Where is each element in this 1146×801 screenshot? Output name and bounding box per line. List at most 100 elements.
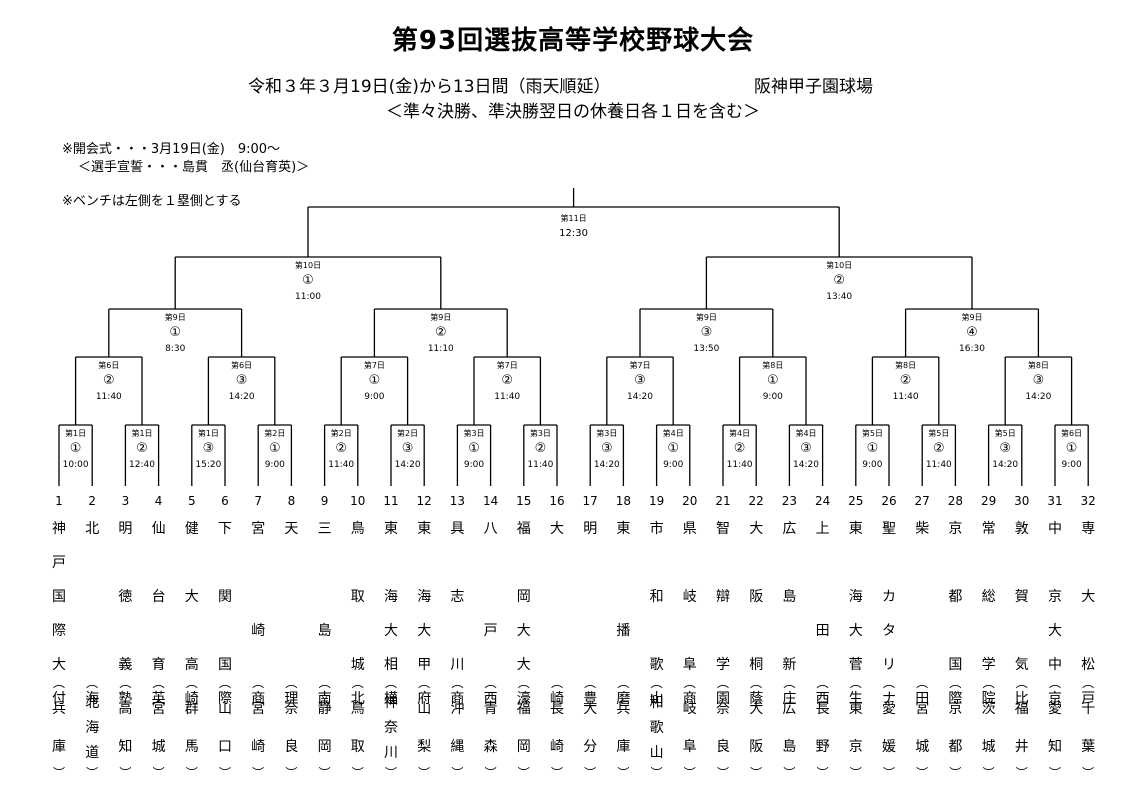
team-name-char: 西: [483, 691, 498, 707]
match-number-label: ①: [767, 373, 779, 388]
team-number: 3: [122, 494, 130, 508]
paren-open: ︵: [916, 676, 929, 690]
match-number-label: ③: [1033, 373, 1045, 388]
match-number-label: ②: [335, 441, 347, 456]
team-name-char: 中: [1048, 521, 1062, 537]
bench-note: ※ベンチは左側を１塁側とする: [62, 194, 242, 209]
team-name-char: 大: [417, 623, 432, 639]
match-number-label: ④: [966, 325, 978, 340]
match-time-label: 9:00: [862, 460, 882, 470]
match-time-label: 12:40: [129, 460, 155, 470]
match-time-label: 9:00: [1061, 460, 1081, 470]
paren-open: ︵: [218, 676, 231, 690]
team-name-char: 際: [218, 691, 232, 707]
match-day-label: 第3日: [463, 428, 484, 438]
team-name-char: 山: [649, 691, 664, 707]
team-prefecture: ︵神奈川︶: [376, 676, 406, 780]
match-day-label: 第9日: [961, 312, 982, 322]
match-time-label: 11:00: [295, 292, 321, 302]
team-prefecture: ︵京都︶: [940, 676, 970, 780]
match-time-label: 11:10: [428, 344, 454, 354]
team-prefecture: ︵東京︶: [841, 676, 871, 780]
match-time-label: 13:50: [693, 344, 719, 354]
paren-close: ︶: [484, 766, 497, 780]
match-day-label: 第9日: [430, 312, 451, 322]
prefecture-name: 愛知: [1048, 701, 1062, 755]
team-name-char: 東: [417, 521, 432, 537]
team-name-char: ナ: [882, 691, 896, 707]
team-prefecture: ︵長崎︶: [542, 676, 572, 780]
paren-open: ︵: [252, 676, 265, 690]
match-day-label: 第10日: [295, 260, 321, 270]
team-name-char: 明: [583, 521, 598, 537]
team-name-char: 大: [384, 623, 398, 639]
team-name-char: 阜: [682, 657, 697, 673]
match-number-label: ③: [236, 373, 248, 388]
match-time-label: 10:00: [63, 460, 89, 470]
team-name-char: 理: [284, 691, 299, 707]
team-name-char: 模: [384, 691, 398, 707]
match-day-label: 第7日: [364, 360, 385, 370]
prefecture-name: 鳥取: [350, 701, 365, 755]
team-prefecture: ︵広島︶: [774, 676, 804, 780]
match-day-label: 第4日: [663, 428, 684, 438]
team-name-char: 大: [550, 521, 564, 537]
team-prefecture: ︵山梨︶: [409, 676, 439, 780]
team-name-char: 川: [450, 657, 465, 673]
team-name-char: 豊: [583, 691, 598, 707]
paren-close: ︶: [86, 766, 99, 780]
team-name-char: 菅: [848, 657, 863, 673]
prefecture-name: 山口: [218, 701, 232, 755]
match-time-label: 14:20: [627, 392, 653, 402]
match-day-label: 第1日: [65, 428, 86, 438]
match-number-label: ①: [1066, 441, 1078, 456]
team-name-char: 敦: [1014, 521, 1029, 537]
team-name-char: 新: [782, 657, 797, 673]
match-time-label: 11:40: [494, 392, 520, 402]
team-number: 16: [549, 494, 564, 508]
team-name-char: 濠: [516, 691, 531, 707]
paren-close: ︶: [351, 766, 364, 780]
prefecture-name: 福岡: [516, 701, 531, 755]
team-prefecture: ︵大阪︶: [741, 676, 771, 780]
team-name-char: リ: [882, 657, 896, 673]
team-name-char: 国: [52, 589, 66, 605]
team-number: 15: [516, 494, 531, 508]
match-time-label: 11:40: [527, 460, 553, 470]
match-day-label: 第11日: [561, 213, 587, 223]
match-day-label: 第1日: [131, 428, 152, 438]
team-name-char: 大: [1081, 589, 1096, 605]
paren-close: ︶: [1048, 766, 1061, 780]
team-number: 29: [981, 494, 996, 508]
team-number: 9: [321, 494, 329, 508]
paren-close: ︶: [218, 766, 231, 780]
prefecture-name: 東京: [848, 701, 863, 755]
match-time-label: 11:40: [893, 392, 919, 402]
match-day-label: 第2日: [331, 428, 352, 438]
team-name-char: 南: [317, 691, 332, 707]
paren-close: ︶: [384, 766, 397, 780]
team-name-char: 府: [417, 691, 432, 707]
match-time-label: 9:00: [663, 460, 683, 470]
match-time-label: 9:00: [464, 460, 484, 470]
match-time-label: 11:40: [926, 460, 952, 470]
match-number-label: ①: [70, 441, 82, 456]
match-number-label: ②: [501, 373, 513, 388]
team-prefecture: ︵兵庫︶: [608, 676, 638, 780]
prefecture-name: 和歌山: [649, 694, 664, 762]
team-name-char: 智: [716, 521, 730, 537]
team-number: 14: [483, 494, 498, 508]
team-number: 32: [1081, 494, 1096, 508]
team-prefecture: ︵大分︶: [575, 676, 605, 780]
team-name-char: 鳥: [350, 521, 365, 537]
team-number: 7: [254, 494, 262, 508]
match-day-label: 第4日: [795, 428, 816, 438]
paren-open: ︵: [517, 676, 530, 690]
team-prefecture: ︵沖縄︶: [442, 676, 472, 780]
paren-open: ︵: [584, 676, 597, 690]
match-day-label: 第7日: [629, 360, 650, 370]
team-name-char: 戸: [1081, 691, 1096, 707]
team-prefecture: ︵茨城︶: [974, 676, 1004, 780]
team-name-char: 相: [384, 657, 398, 673]
match-number-label: ①: [269, 441, 281, 456]
